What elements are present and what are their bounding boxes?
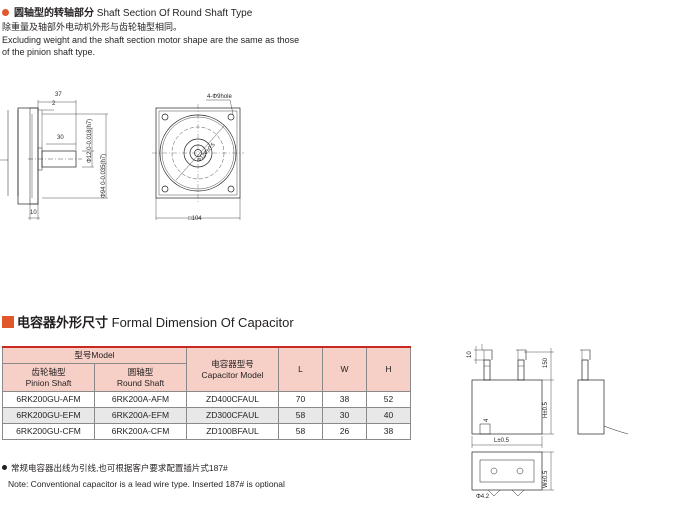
cap-dim-l: L±0.5	[494, 438, 509, 444]
cap-dim-w: W±0.5	[543, 470, 549, 488]
capacitor-section-title: 电容器外形尺寸 Formal Dimension Of Capacitor	[2, 312, 294, 331]
dim-flange-dia: Φ94 0-0.035(h7)	[101, 153, 107, 198]
header-cap-en: Capacitor Model	[201, 370, 264, 381]
cell-h: 40	[366, 406, 411, 424]
cell-pinion: 6RK200GU-CFM	[2, 422, 95, 440]
cap-dim-hole: Φ4.2	[476, 494, 490, 500]
cell-pinion: 6RK200GU-EFM	[2, 406, 95, 424]
cell-round: 6RK200A-CFM	[94, 422, 187, 440]
dim-square: □104	[188, 216, 202, 222]
capacitor-title-en: Formal Dimension Of Capacitor	[111, 315, 294, 330]
header-pinion-zh: 齿轮轴型	[31, 367, 66, 377]
shaft-section-title-en: Shaft Section Of Round Shaft Type	[96, 8, 253, 19]
cap-dim-150: 150	[543, 357, 549, 368]
table-row: 6RK200GU-AFM 6RK200A-AFM ZD400CFAUL 70 3…	[2, 390, 411, 408]
cell-round: 6RK200A-EFM	[94, 406, 187, 424]
cell-w: 30	[322, 406, 367, 424]
section-square-icon	[2, 316, 14, 328]
shaft-desc-zh: 除重量及轴部外电动机外形与齿轮轴型相同。	[2, 22, 183, 32]
table-row: 6RK200GU-EFM 6RK200A-EFM ZD300CFAUL 58 3…	[2, 406, 411, 424]
note-bullet-icon	[2, 465, 7, 470]
dim-10: 10	[30, 210, 37, 216]
capacitor-title-zh: 电容器外形尺寸	[17, 315, 109, 330]
shaft-section-title-zh: 圆轴型的转轴部分	[14, 8, 94, 19]
dim-2: 2	[52, 101, 56, 107]
header-h: H	[366, 346, 411, 392]
bullet-dot-icon	[2, 9, 9, 16]
shaft-desc-en-2: of the pinion shaft type.	[2, 47, 96, 57]
dim-holes: 4-Φ9hole	[207, 94, 232, 100]
cell-l: 58	[278, 422, 323, 440]
header-l: L	[278, 346, 323, 392]
note-en: Note: Conventional capacitor is a lead w…	[8, 479, 285, 489]
cap-dim-4: 4	[484, 418, 490, 422]
table-row: 6RK200GU-CFM 6RK200A-CFM ZD100BFAUL 58 2…	[2, 422, 411, 440]
cell-cap: ZD400CFAUL	[186, 390, 279, 408]
cell-cap: ZD100BFAUL	[186, 422, 279, 440]
motor-side-view-drawing	[0, 100, 108, 220]
header-pinion-en: Pinion Shaft	[25, 378, 72, 388]
cell-h: 38	[366, 422, 411, 440]
cell-round: 6RK200A-AFM	[94, 390, 187, 408]
cell-l: 58	[278, 406, 323, 424]
cell-l: 70	[278, 390, 323, 408]
header-round-zh: 圆轴型	[127, 367, 154, 377]
shaft-section-title: 圆轴型的转轴部分 Shaft Section Of Round Shaft Ty…	[2, 4, 252, 19]
capacitor-drawing	[471, 344, 629, 497]
cap-dim-10: 10	[467, 351, 473, 358]
shaft-desc-en-1: Excluding weight and the shaft section m…	[2, 35, 300, 45]
cell-cap: ZD300CFAUL	[186, 406, 279, 424]
cell-w: 26	[322, 422, 367, 440]
cell-w: 38	[322, 390, 367, 408]
cell-h: 52	[366, 390, 411, 408]
header-w: W	[322, 346, 367, 392]
dim-shaft-dia: Φ12 0-0.018(h7)	[87, 118, 93, 163]
cell-pinion: 6RK200GU-AFM	[2, 390, 95, 408]
motor-front-view-drawing	[152, 99, 244, 220]
note-zh: 常规电容器出线为引线,也可根据客户要求配置插片式187#	[2, 462, 228, 474]
header-round-en: Round Shaft	[116, 378, 165, 388]
header-cap-zh: 电容器型号	[211, 359, 254, 370]
dim-37: 37	[55, 92, 62, 98]
header-model-group: 型号Model	[2, 346, 187, 364]
dim-30: 30	[57, 135, 64, 141]
note-zh-text: 常规电容器出线为引线,也可根据客户要求配置插片式187#	[11, 463, 228, 473]
cap-dim-h: H±0.5	[543, 402, 549, 418]
